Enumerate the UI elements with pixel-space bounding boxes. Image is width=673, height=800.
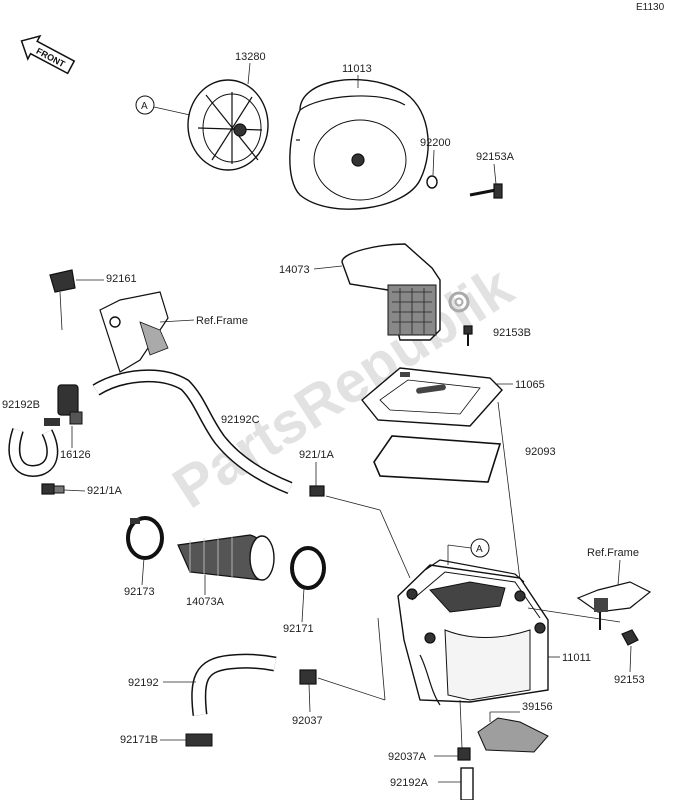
gasket-92093 xyxy=(373,435,502,483)
intake-duct-14073 xyxy=(341,243,441,341)
cover-plate-11065 xyxy=(361,367,503,427)
label-11065: 11065 xyxy=(515,379,545,391)
frame-reference-top xyxy=(99,291,169,373)
pad-39156 xyxy=(477,717,549,753)
label-92153: 92153 xyxy=(614,674,645,686)
hose-92192A xyxy=(460,767,474,800)
bolt-92153A xyxy=(469,183,503,199)
label-92171: 92171 xyxy=(283,623,314,635)
reference-a-label-lower: A xyxy=(476,544,483,555)
label-921-1A-left: 921/1A xyxy=(87,485,123,497)
cap-92037A xyxy=(457,747,471,761)
hose-92192C xyxy=(92,369,293,495)
diagram-code: E1130 xyxy=(636,2,665,13)
filter-frame-13280 xyxy=(187,79,269,171)
clip-921-1A-right xyxy=(309,485,325,497)
label-921-1A-right: 921/1A xyxy=(299,449,335,461)
label-ref-frame-top: Ref.Frame xyxy=(196,315,248,327)
label-92192C: 92192C xyxy=(221,414,260,426)
label-92192A: 92192A xyxy=(390,777,429,789)
label-92037A: 92037A xyxy=(388,751,427,763)
label-14073: 14073 xyxy=(279,264,310,276)
watermark-gear-icon xyxy=(448,291,470,313)
reference-a-marker-top: A xyxy=(135,95,191,116)
intake-duct-14073A xyxy=(177,534,275,581)
valve-16126 xyxy=(44,384,83,426)
front-arrow-icon: FRONT xyxy=(20,34,76,75)
label-92153B: 92153B xyxy=(493,327,531,339)
label-92200: 92200 xyxy=(420,137,451,149)
label-92192: 92192 xyxy=(128,677,159,689)
label-92161: 92161 xyxy=(106,273,137,285)
cap-92161 xyxy=(49,269,76,293)
clip-921-1A-left xyxy=(41,483,65,495)
bolt-92153B xyxy=(463,325,473,346)
label-92173: 92173 xyxy=(124,586,155,598)
cap-92037 xyxy=(299,669,317,685)
clamp-92171 xyxy=(290,546,326,590)
label-ref-frame-bottom: Ref.Frame xyxy=(587,547,639,559)
hose-92192B xyxy=(8,428,59,477)
washer-92200 xyxy=(426,175,438,189)
label-11013: 11013 xyxy=(342,63,372,75)
label-92153A: 92153A xyxy=(476,151,515,163)
label-13280: 13280 xyxy=(235,51,266,63)
air-cleaner-housing-11011 xyxy=(397,559,549,706)
bolt-92153 xyxy=(621,629,639,646)
label-14073A: 14073A xyxy=(186,596,225,608)
reference-a-label-top: A xyxy=(141,101,148,112)
clamp-92171B xyxy=(185,733,213,747)
label-92171B: 92171B xyxy=(120,734,158,746)
frame-reference-bottom xyxy=(576,581,652,630)
label-39156: 39156 xyxy=(522,701,553,713)
hose-92192 xyxy=(191,653,277,716)
clamp-92173 xyxy=(126,516,164,560)
label-92093: 92093 xyxy=(525,446,556,458)
filter-element-11013 xyxy=(289,78,429,210)
label-11011: 11011 xyxy=(562,652,591,664)
reference-a-marker-lower: A xyxy=(447,538,490,565)
label-92192B: 92192B xyxy=(2,399,40,411)
label-92037: 92037 xyxy=(292,715,323,727)
label-16126: 16126 xyxy=(60,449,91,461)
